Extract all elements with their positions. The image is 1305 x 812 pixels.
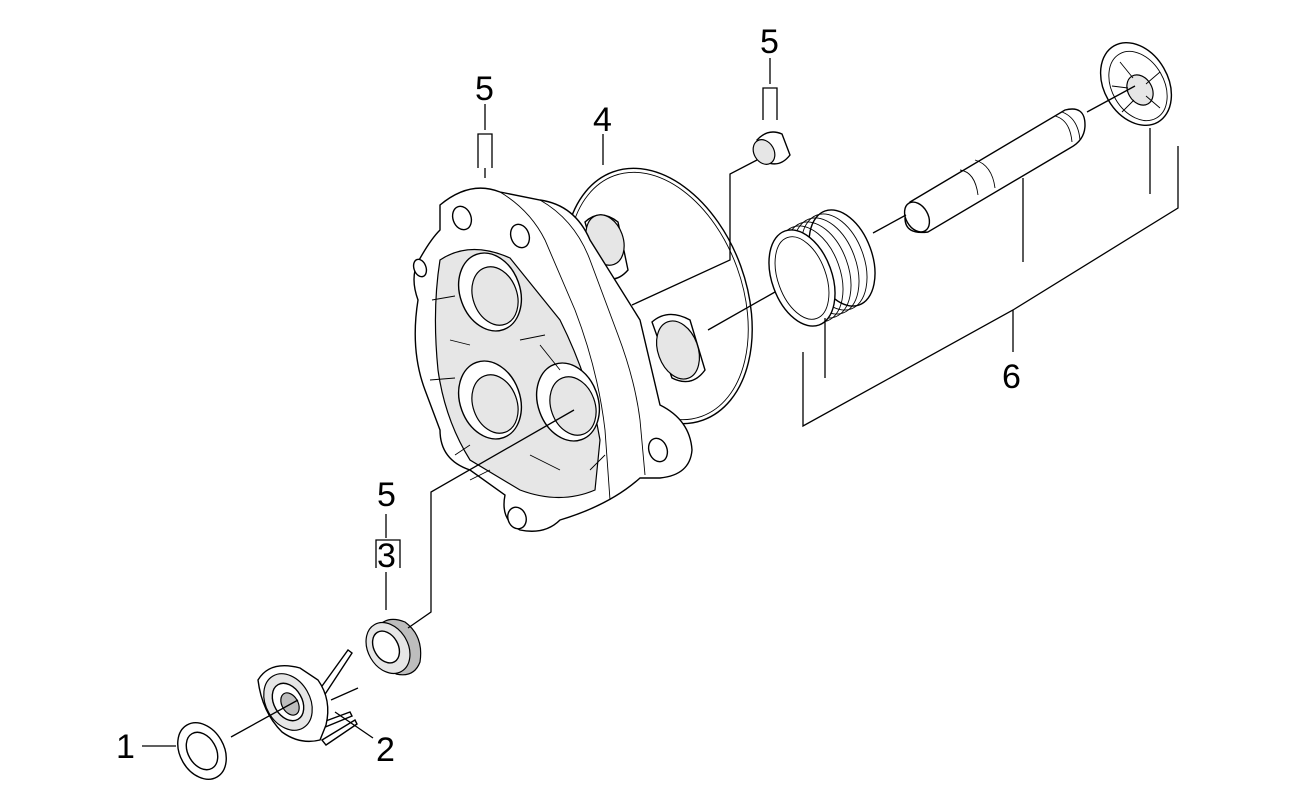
callout-5-top-center: 5 <box>760 23 779 61</box>
pump-head-housing-icon <box>412 187 706 532</box>
valve-seat-ring-icon <box>365 618 422 676</box>
spring-retainer-icon <box>1099 41 1173 127</box>
coil-spring-icon <box>768 209 876 327</box>
o-ring-icon <box>177 722 227 780</box>
callout-3: 3 <box>377 537 396 575</box>
valve-cage-icon <box>257 649 358 746</box>
callout-4: 4 <box>593 101 612 139</box>
piston-rod-icon <box>903 108 1086 234</box>
callout-1: 1 <box>116 728 135 766</box>
callout-2: 2 <box>376 731 395 769</box>
callout-6: 6 <box>1002 358 1021 396</box>
callout-5-lower: 5 <box>377 476 396 514</box>
leader-lines <box>142 58 1179 747</box>
callout-5-top-left: 5 <box>475 70 494 108</box>
plug-cap-icon <box>752 131 791 165</box>
